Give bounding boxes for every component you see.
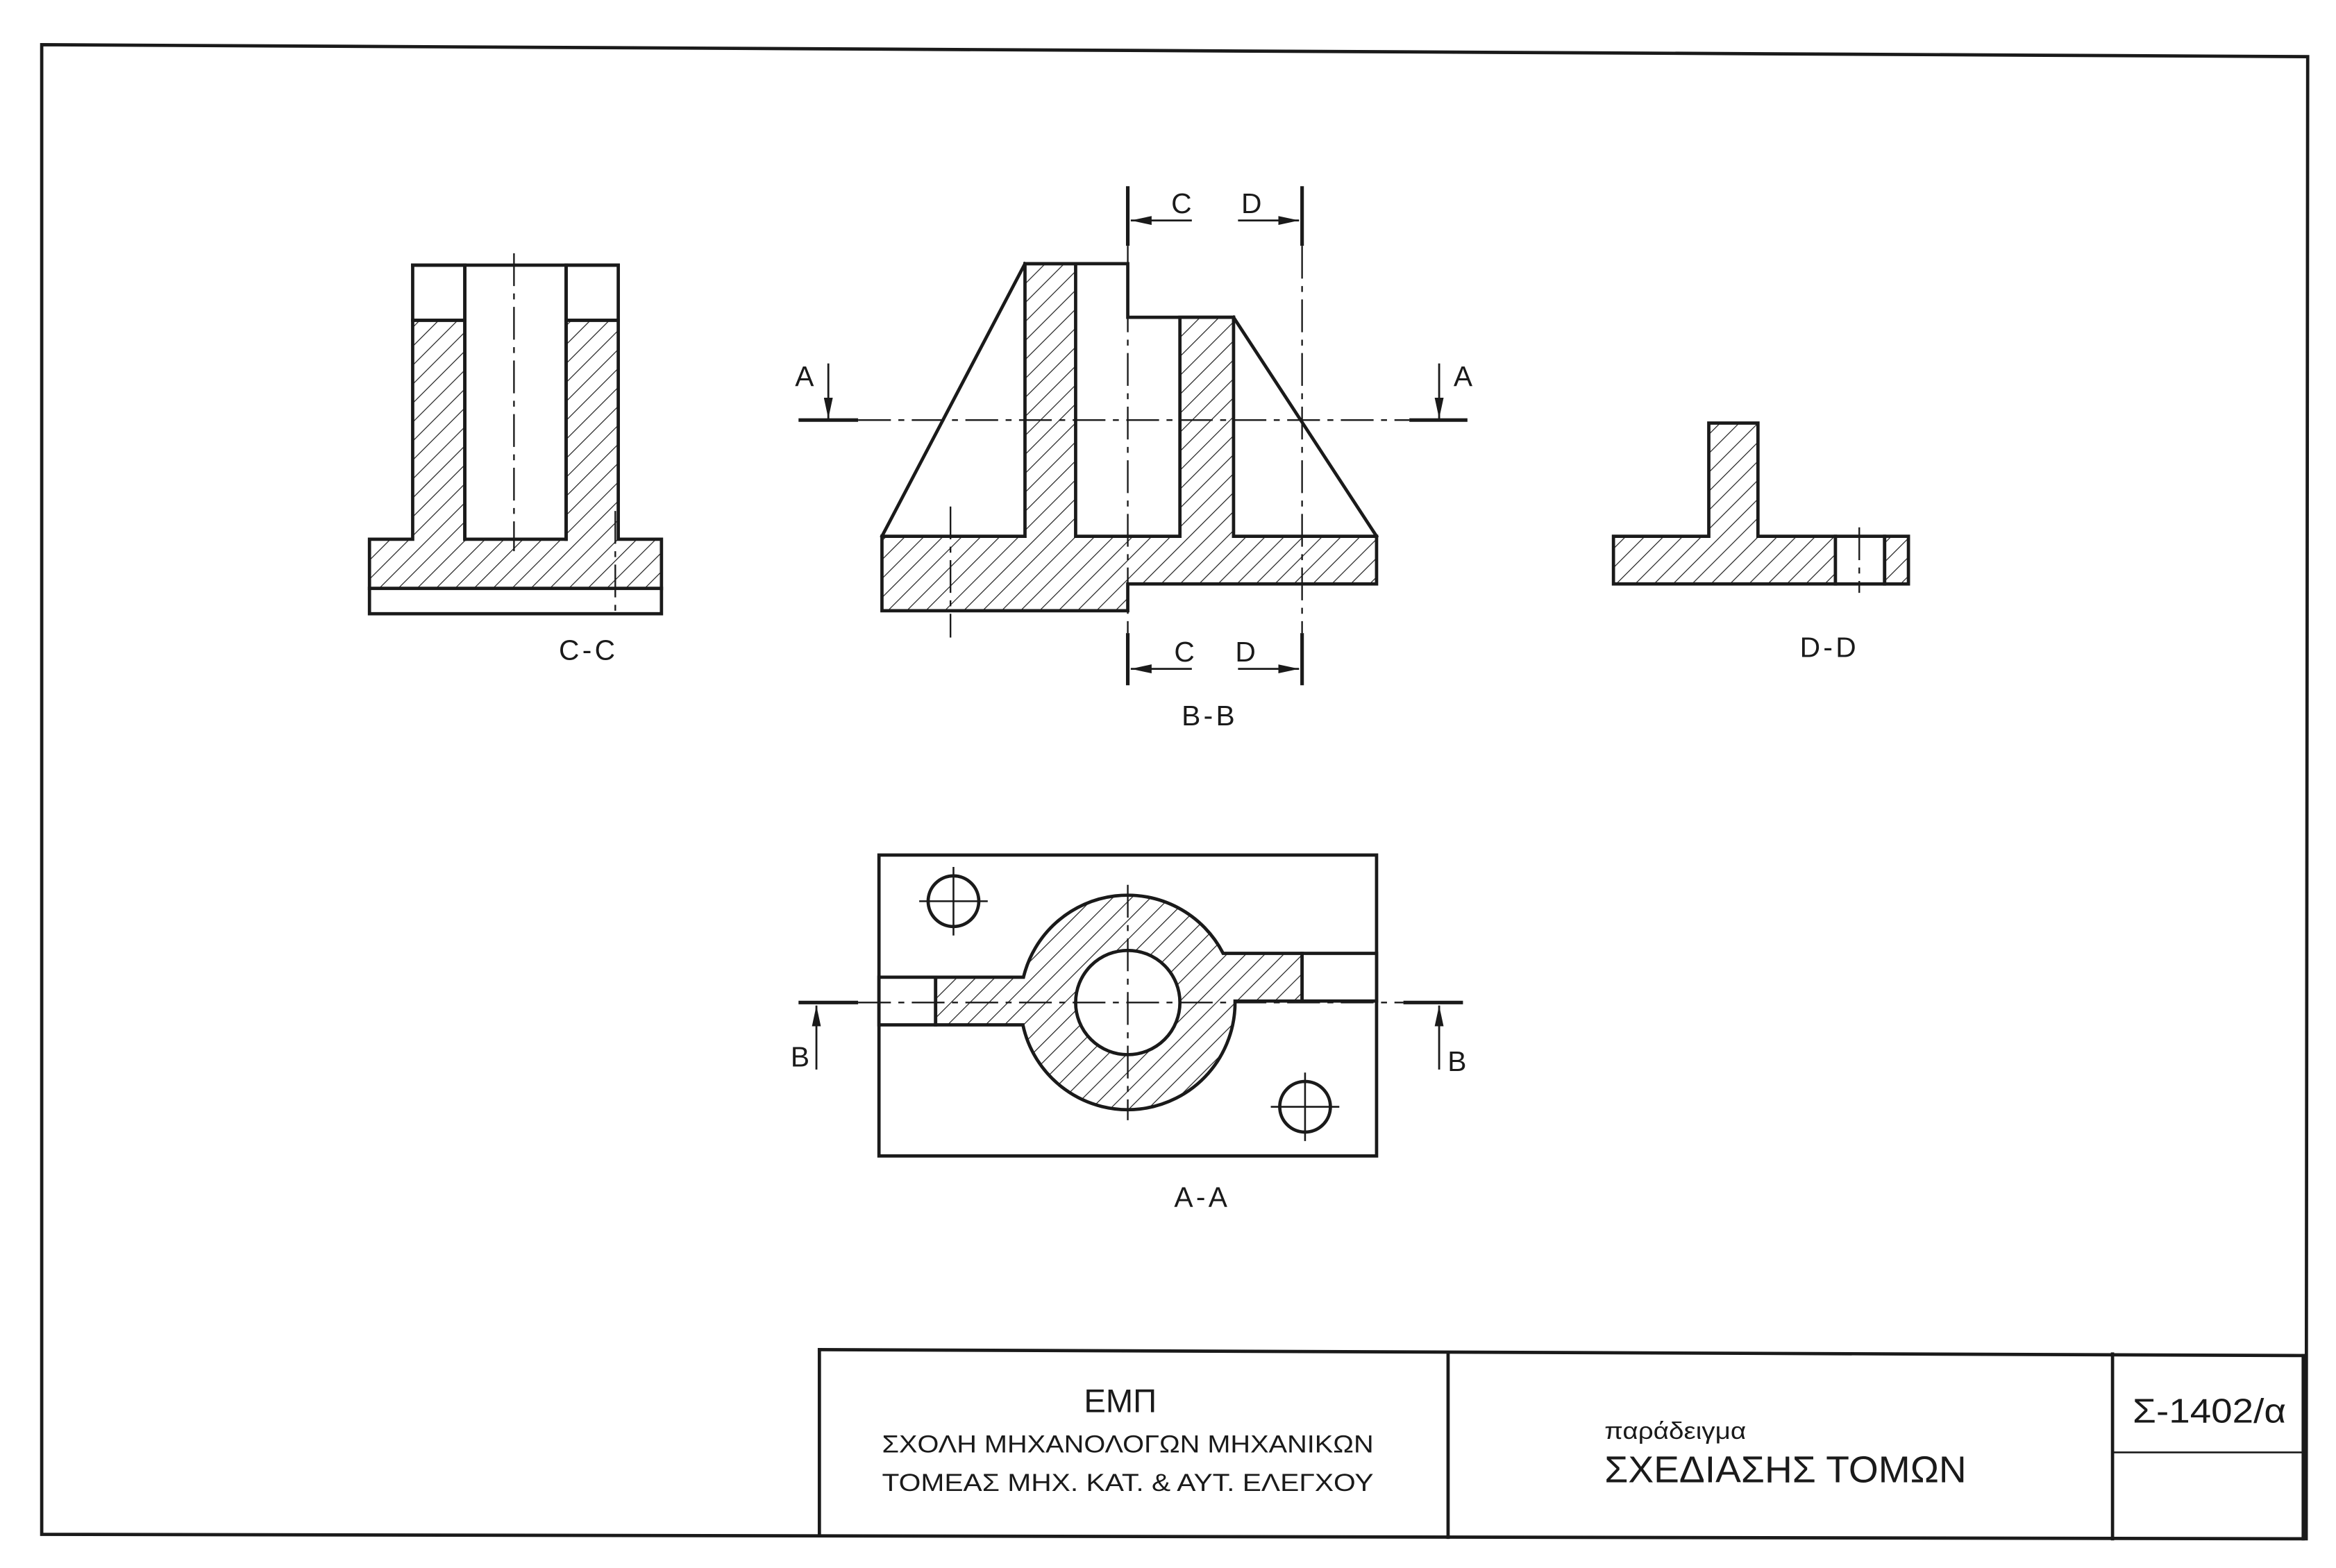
- cc-base-bottom-strip: [367, 587, 664, 616]
- title-block: ΕΜΠ ΣΧΟΛΗ ΜΗΧΑΝΟΛΟΓΩΝ ΜΗΧΑΝΙΚΩΝ ΤΟΜΕΑΣ Μ…: [817, 1347, 2305, 1541]
- bb-left-rib-edge: [880, 261, 1027, 539]
- bb-right-rib-edge: [1231, 314, 1379, 539]
- cut-d-top-letter: D: [1241, 187, 1261, 219]
- section-aa-label: A-A: [1174, 1181, 1230, 1213]
- cc-top-slot-left: [411, 263, 467, 322]
- cut-a-right-letter: A: [1454, 360, 1473, 392]
- aa-right-slot: [1300, 952, 1379, 1003]
- sheet-border: [40, 43, 2310, 1541]
- cut-c-top-letter: C: [1171, 187, 1191, 219]
- institution-name: ΕΜΠ: [1084, 1383, 1157, 1419]
- section-bb-view: A A C D C D B-B: [795, 186, 1473, 732]
- cut-a-left-letter: A: [795, 360, 814, 392]
- cut-b-left-letter: B: [791, 1041, 809, 1073]
- school-name: ΣΧΟΛΗ ΜΗΧΑΝΟΛΟΓΩΝ ΜΗΧΑΝΙΚΩΝ: [882, 1430, 1373, 1458]
- dd-hatched-flange-end: [1883, 534, 1910, 586]
- section-bb-label: B-B: [1182, 700, 1238, 732]
- section-dd-view: D-D: [1611, 421, 1910, 663]
- section-dd-label: D-D: [1800, 631, 1859, 663]
- section-cc-label: C-C: [559, 634, 618, 666]
- drawing-number: Σ-1402/α: [2133, 1392, 2286, 1431]
- aa-left-slot: [877, 975, 938, 1027]
- department-name: ΤΟΜΕΑΣ ΜΗΧ. ΚΑΤ. & ΑΥΤ. ΕΛΕΓΧΟΥ: [882, 1469, 1373, 1497]
- cc-top-slot-right: [564, 263, 620, 322]
- cut-b-right-letter: B: [1447, 1045, 1466, 1077]
- drawing-caption: παράδειγμα: [1604, 1418, 1746, 1444]
- title-block-top-rule: [817, 1347, 2305, 1358]
- section-aa-view: B B A-A: [791, 853, 1466, 1213]
- section-cc-view: C-C: [367, 253, 664, 666]
- cut-c-bottom-letter: C: [1174, 636, 1194, 668]
- drawing-title: ΣΧΕΔΙΑΣΗΣ ΤΟΜΩΝ: [1604, 1449, 1966, 1490]
- cut-d-bottom-letter: D: [1235, 636, 1255, 668]
